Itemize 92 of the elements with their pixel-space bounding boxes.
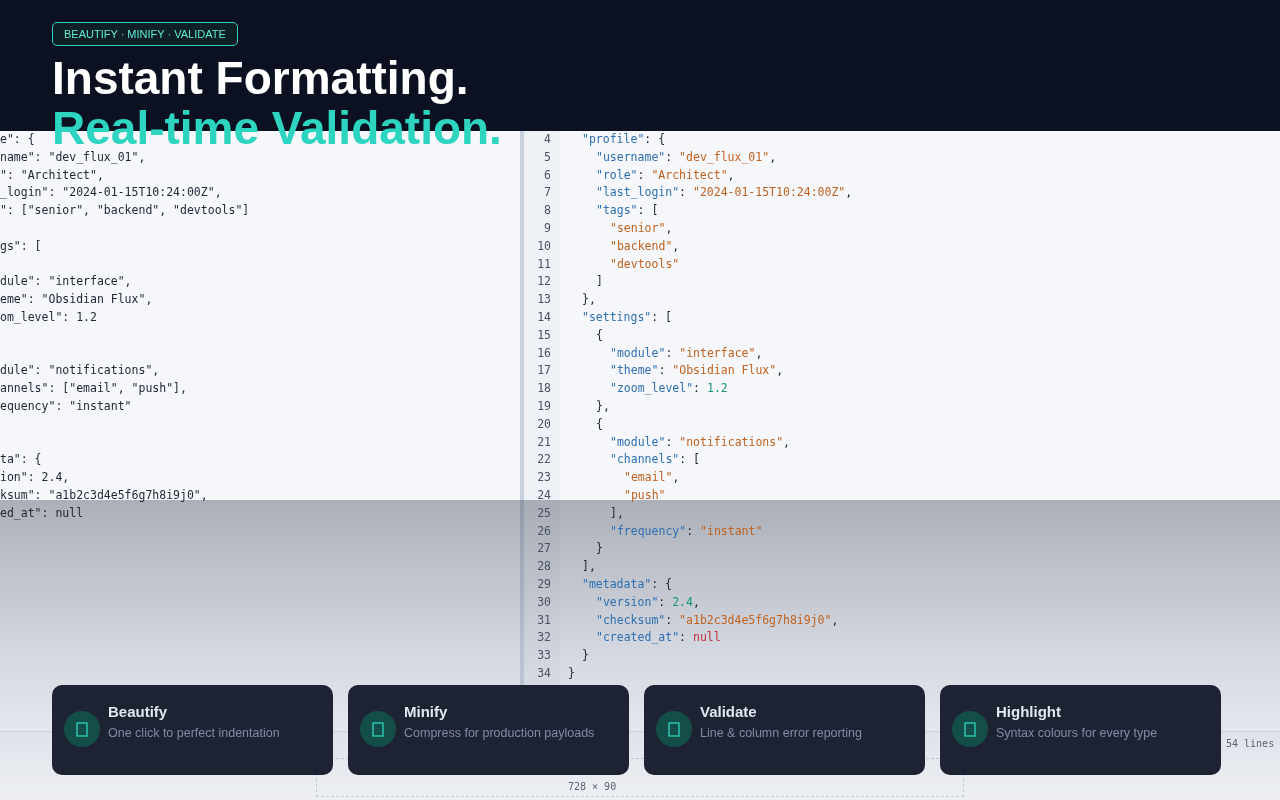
feature-card	[940, 685, 1221, 775]
line-number: 8	[543, 202, 551, 219]
code-line: "last_login": "2024-01-15T10:24:00Z",	[596, 184, 853, 201]
feature-card	[348, 685, 629, 775]
code-line: },	[596, 398, 610, 414]
code-line: "profile": {	[582, 131, 666, 147]
code-line: gs": [	[0, 237, 42, 254]
feature-card	[644, 685, 925, 775]
card-description: Compress for production payloads	[404, 726, 595, 740]
code-line: "username": "dev_flux_01",	[596, 148, 777, 165]
line-number: 27	[536, 540, 551, 557]
line-number: 11	[536, 255, 551, 272]
code-line: "role": "Architect",	[596, 166, 735, 183]
line-number: 23	[536, 469, 551, 486]
line-number: 9	[543, 220, 551, 236]
code-line: dule": "interface",	[0, 273, 132, 290]
line-number: 15	[536, 326, 551, 343]
code-line: "metadata": {	[582, 576, 673, 592]
code-line: },	[582, 291, 596, 308]
code-line: ": "Architect",	[0, 166, 104, 183]
line-number: 22	[536, 451, 551, 468]
code-line: {	[596, 326, 603, 343]
line-number: 21	[536, 433, 551, 450]
code-line: "module": "notifications",	[610, 433, 791, 450]
code-line: ]	[596, 273, 603, 290]
card-heading: Validate	[700, 703, 757, 720]
feature-card	[52, 685, 333, 775]
line-number: 18	[536, 380, 551, 397]
code-line: "channels": [	[610, 451, 701, 468]
code-line: ta": {	[0, 451, 42, 468]
code-line: ],	[582, 558, 596, 575]
line-number: 33	[536, 647, 551, 664]
code-line: "email",	[624, 469, 680, 486]
ad-size-text: 728 × 90	[568, 780, 617, 794]
line-number: 26	[536, 522, 551, 539]
line-number: 28	[536, 558, 551, 575]
code-line: om_level": 1.2	[0, 309, 97, 325]
line-number: 10	[536, 237, 551, 254]
code-line: ": ["senior", "backend", "devtools"]	[0, 202, 250, 219]
code-line: equency": "instant"	[0, 398, 132, 414]
code-line: "push"	[624, 487, 666, 503]
code-line: ksum": "a1b2c3d4e5f6g7h8i9j0",	[0, 487, 208, 503]
code-line: _login": "2024-01-15T10:24:00Z",	[0, 184, 222, 201]
code-line: ],	[610, 504, 624, 521]
line-number: 32	[536, 629, 551, 646]
line-number: 6	[543, 166, 551, 183]
card-heading: Beautify	[108, 703, 168, 720]
code-line: }	[582, 647, 589, 664]
line-number: 14	[536, 309, 551, 325]
code-line: ed_at": null	[0, 504, 84, 521]
line-number: 13	[536, 291, 551, 308]
code-line: "frequency": "instant"	[610, 522, 763, 539]
line-number: 19	[536, 398, 551, 414]
code-line: "devtools"	[610, 255, 680, 272]
code-line: {	[596, 415, 603, 432]
card-description: Line & column error reporting	[700, 726, 862, 740]
line-number: 5	[543, 148, 551, 165]
code-line: "module": "interface",	[610, 344, 763, 361]
code-line: eme": "Obsidian Flux",	[0, 291, 153, 308]
code-line: "tags": [	[596, 202, 659, 219]
title: Instant Formatting.	[52, 51, 469, 106]
line-number: 30	[536, 593, 551, 610]
code-line: "backend",	[610, 237, 680, 254]
line-number: 29	[536, 576, 551, 592]
code-line: }	[596, 540, 603, 557]
code-line: "created_at": null	[596, 629, 721, 646]
code-line: "zoom_level": 1.2	[610, 380, 728, 397]
line-number: 16	[536, 344, 551, 361]
tag-badge: BEAUTIFY · MINIFY · VALIDATE	[52, 22, 238, 46]
line-number: 12	[536, 273, 551, 290]
line-number: 7	[543, 184, 551, 201]
card-heading: Highlight	[996, 703, 1061, 720]
card-heading: Minify	[404, 703, 448, 720]
line-number: 25	[536, 504, 551, 521]
line-number: 17	[536, 362, 551, 379]
code-line: "version": 2.4,	[596, 593, 700, 610]
line-number: 4	[543, 131, 551, 147]
card-description: One click to perfect indentation	[108, 726, 280, 740]
code-line: "settings": [	[582, 309, 673, 325]
code-line: annels": ["email", "push"],	[0, 380, 187, 397]
code-line: "checksum": "a1b2c3d4e5f6g7h8i9j0",	[596, 611, 839, 628]
code-line: e": {	[0, 131, 35, 147]
code-line: ion": 2.4,	[0, 469, 70, 486]
code-line: "senior",	[610, 220, 673, 236]
line-number: 20	[536, 415, 551, 432]
line-number: 24	[536, 487, 551, 503]
code-line: dule": "notifications",	[0, 362, 160, 379]
line-number: 34	[536, 665, 551, 681]
card-description: Syntax colours for every type	[996, 726, 1158, 740]
status-text: 54 lines	[1226, 737, 1275, 751]
code-line: "theme": "Obsidian Flux",	[610, 362, 784, 379]
line-number: 31	[536, 611, 551, 628]
